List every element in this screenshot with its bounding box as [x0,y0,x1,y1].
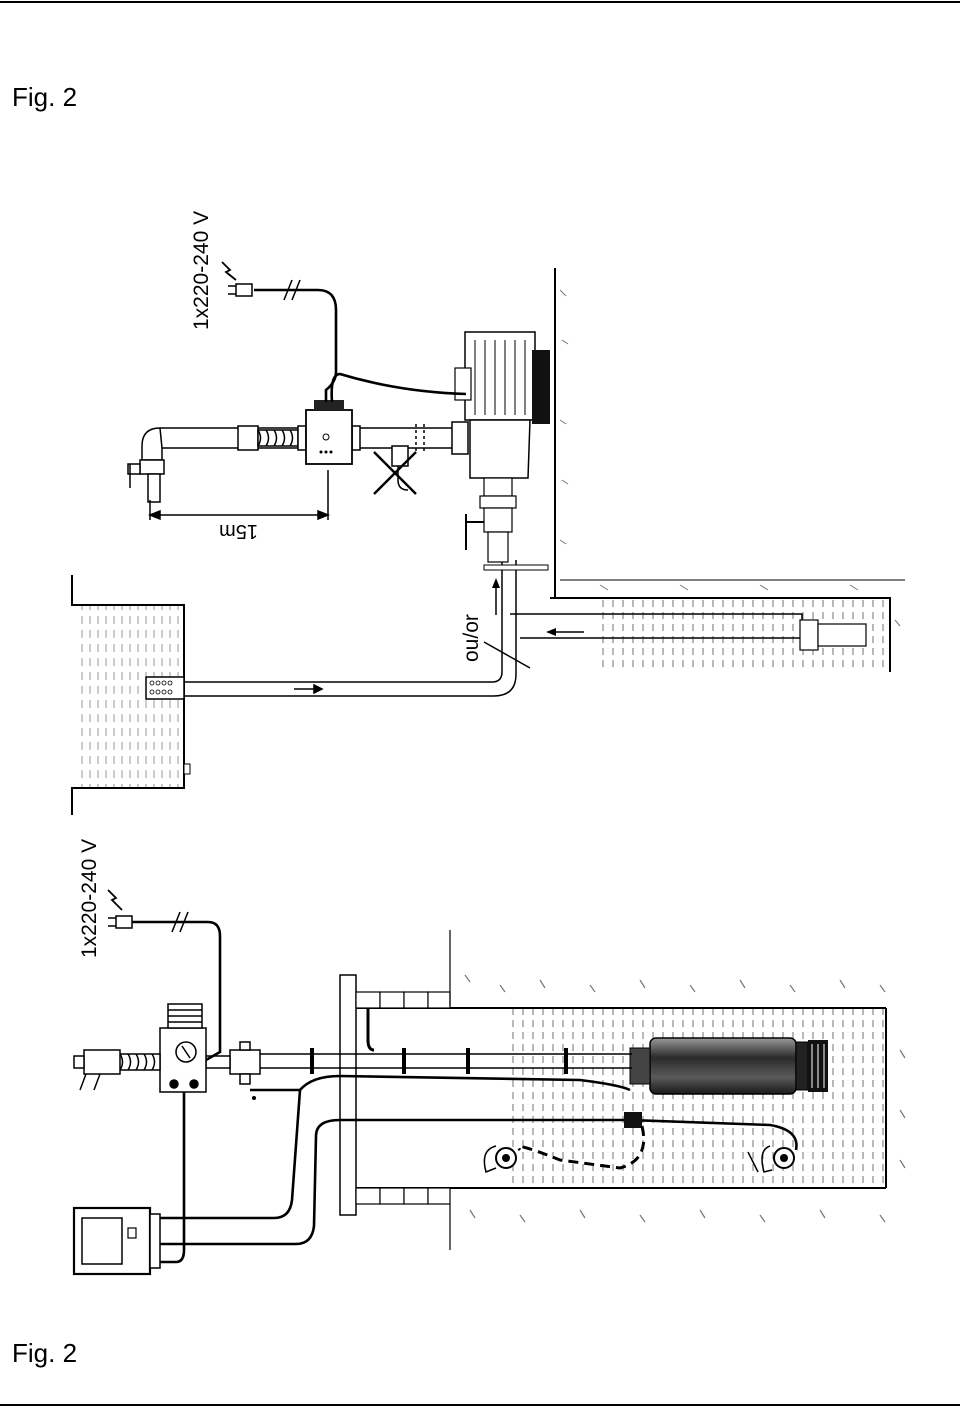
alternative-separator [483,641,531,669]
ground-texture [464,974,906,1223]
surface-pump [454,331,550,571]
pump-cable [250,1074,631,1092]
well [510,268,905,672]
distance-label: 15m [219,520,258,542]
pump-housing [469,419,531,479]
flow-arrow-up [492,578,500,615]
alternative-label: ou/or [460,614,483,662]
rising-main [256,1008,632,1074]
crossed-valve [373,445,417,495]
top-installation [71,261,905,815]
figure-label-bottom: Fig. 2 [12,1338,78,1368]
wall-texture [559,289,901,627]
bottom-installation [72,889,906,1276]
plug-bottom [107,889,133,929]
plug-top [221,261,253,297]
borehole [339,930,887,1250]
water-tank [71,575,191,815]
pump-mount-plate [532,350,550,424]
submersible-pump [629,1037,828,1095]
power-cable-bottom [132,911,222,1062]
control-box [72,1206,161,1276]
figure-label-top: Fig. 2 [12,82,78,112]
control-cables [160,1089,341,1264]
power-cable-top [254,279,467,403]
voltage-label-bottom: 1x220-240 V [78,838,101,958]
distance-dimension [147,470,331,521]
tank-suction-pipe [184,560,517,697]
voltage-label-top: 1x220-240 V [190,210,213,330]
pressure-control-box [305,400,353,465]
tank-strainer [145,676,185,700]
outlet-tap [127,427,165,503]
discharge-pipe [160,421,469,455]
surface-fitting [73,1003,261,1093]
level-sensor [340,1112,798,1174]
